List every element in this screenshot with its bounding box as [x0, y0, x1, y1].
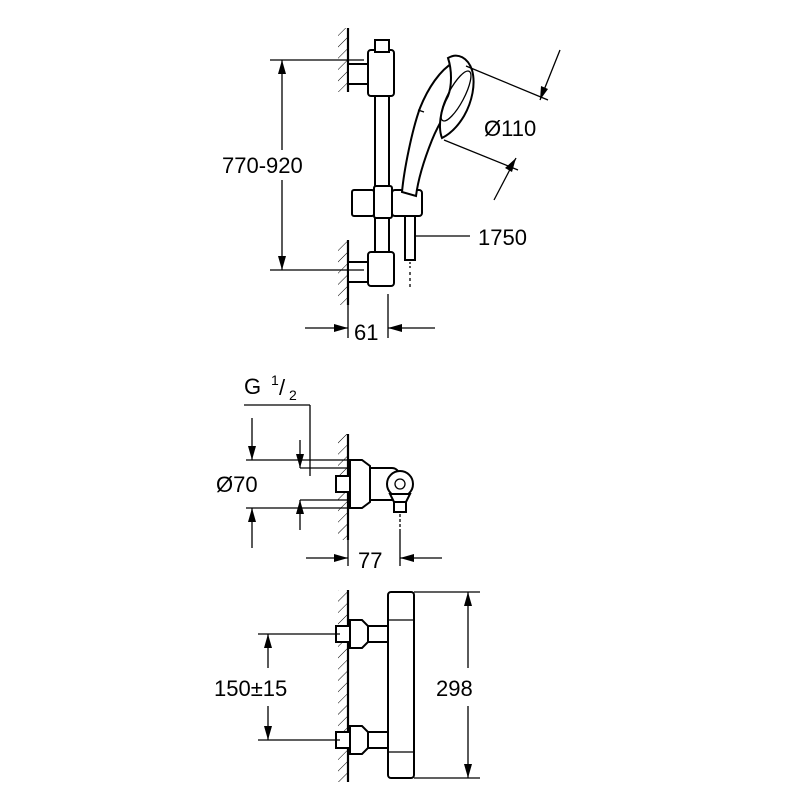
rail-depth-label: 61 [354, 320, 378, 345]
thread-pipe [335, 475, 351, 493]
thermostat-view: 150±15 298 [214, 590, 480, 782]
lower-escutcheon [349, 725, 369, 755]
hose-connector [393, 501, 407, 513]
hose-stub [404, 215, 416, 261]
top-rail-holder [367, 49, 395, 97]
hose-length-label: 1750 [478, 225, 527, 250]
thread-denominator: 2 [289, 387, 297, 403]
upper-escutcheon [349, 619, 369, 649]
thread-slash: / [279, 375, 286, 400]
ext-line-shower-top [465, 65, 549, 101]
outlet-depth-label: 77 [358, 548, 382, 573]
slider-body [373, 185, 393, 219]
shower-diameter-label: Ø110 [484, 116, 536, 141]
wall-outlet-view: G 1 / 2 Ø70 77 [214, 372, 442, 573]
mixer-height-label: 298 [436, 676, 473, 701]
top-rail-cap [374, 39, 390, 53]
escutcheon [349, 459, 371, 509]
wall-hatch-bottom-view [338, 590, 348, 782]
bottom-wall-mount [347, 261, 369, 283]
rail-height-label: 770-920 [222, 153, 303, 178]
thread-g-label: G [244, 374, 261, 399]
wall-hatch-bottom [338, 240, 348, 305]
ext-line-shower-bottom [443, 139, 519, 171]
thread-numerator: 1 [271, 372, 279, 388]
top-wall-mount [347, 63, 369, 85]
inlet-spacing-label: 150±15 [214, 676, 287, 701]
slider-knob [351, 189, 375, 217]
upper-nut [367, 625, 389, 643]
shower-rail-view: 770-920 Ø110 1750 61 [220, 28, 561, 345]
shower-rail [374, 95, 390, 255]
lower-nut [367, 731, 389, 749]
mixer-body [387, 591, 415, 779]
hand-shower [400, 54, 475, 198]
escutcheon-diameter-label: Ø70 [216, 472, 258, 497]
bottom-rail-holder [367, 251, 395, 287]
